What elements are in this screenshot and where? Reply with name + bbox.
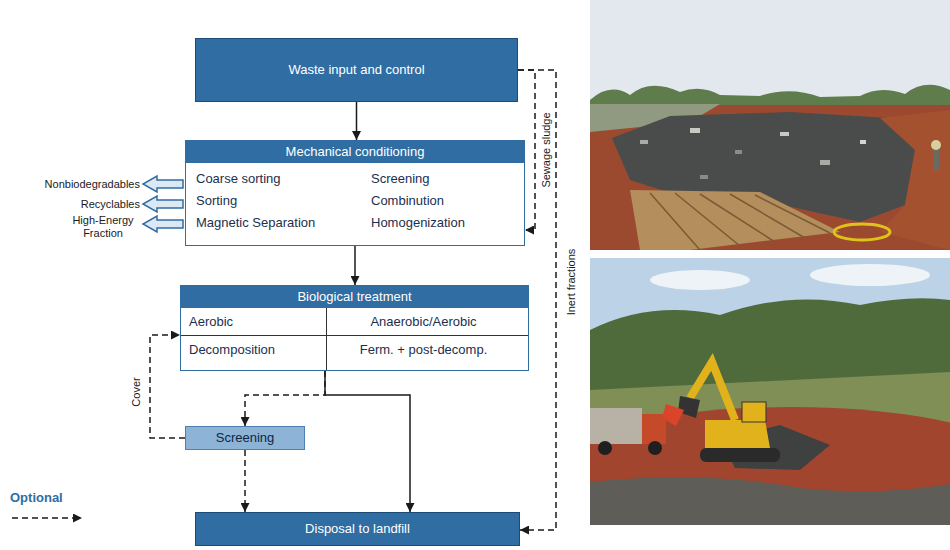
photo-debris bbox=[690, 128, 700, 133]
panel-heading: Biological treatment bbox=[181, 286, 528, 308]
photo-debris bbox=[735, 150, 742, 154]
output-label: High-Energy Fraction bbox=[66, 214, 140, 240]
flow-arrow bbox=[325, 371, 410, 512]
photo-debris bbox=[640, 140, 648, 144]
photo-debris bbox=[780, 132, 789, 136]
step-item: Anaerobic/Aerobic bbox=[326, 314, 521, 330]
step-item: Combinution bbox=[371, 193, 444, 209]
flow-arrow bbox=[356, 102, 358, 140]
photo-worker bbox=[933, 150, 939, 170]
step-item: Aerobic bbox=[189, 314, 233, 330]
process-panel: Biological treatmentAerobic Anaerobic/Aer… bbox=[180, 285, 529, 371]
output-arrow bbox=[143, 196, 183, 212]
process-box: Waste input and control bbox=[195, 38, 518, 102]
photo-truck-cab bbox=[642, 414, 666, 444]
output-arrow bbox=[143, 176, 183, 192]
photo-debris bbox=[860, 140, 866, 144]
output-label: Recyclables bbox=[8, 198, 140, 211]
flow-label: Inert fractions bbox=[565, 247, 578, 318]
step-item: Coarse sorting bbox=[196, 171, 281, 187]
photo-cloud bbox=[650, 270, 750, 290]
photo-wheel bbox=[648, 441, 662, 455]
photo-pit-wall bbox=[880, 110, 950, 250]
photo-cloud bbox=[810, 264, 930, 286]
terminal-box: Disposal to landfill bbox=[195, 512, 520, 546]
photo-gravel bbox=[590, 477, 950, 525]
divider-line bbox=[326, 308, 327, 370]
photo-excavator-body bbox=[705, 420, 770, 448]
flow-label: Sewage sludge bbox=[540, 110, 553, 189]
photo-debris bbox=[700, 175, 708, 179]
photo-red-soil bbox=[590, 105, 950, 250]
step-item: Homogenization bbox=[371, 215, 465, 231]
optional-flow-arrow bbox=[245, 371, 325, 426]
panel-heading: Mechanical conditioning bbox=[186, 141, 524, 163]
box-label: Disposal to landfill bbox=[305, 521, 410, 537]
output-label: Nonbiodegradables bbox=[8, 178, 140, 191]
photo-debris bbox=[820, 160, 830, 165]
photo-tracks bbox=[700, 448, 780, 462]
legend-sample bbox=[10, 510, 90, 526]
step-item: Ferm. + post-decomp. bbox=[326, 342, 521, 358]
process-box: Screening bbox=[185, 426, 305, 450]
box-label: Screening bbox=[216, 430, 275, 446]
photo-truck-body bbox=[590, 408, 642, 444]
photo-red-object bbox=[662, 404, 684, 426]
step-item: Decomposition bbox=[189, 342, 275, 358]
photo-planks bbox=[630, 190, 840, 250]
flow-label: Cover bbox=[130, 375, 143, 408]
legend-label: Optional bbox=[10, 490, 63, 505]
landfill-photo bbox=[590, 0, 950, 250]
box-label: Waste input and control bbox=[288, 62, 424, 78]
step-item: Magnetic Separation bbox=[196, 215, 315, 231]
photo-hose bbox=[834, 224, 890, 240]
optional-flow-arrow bbox=[244, 450, 246, 512]
divider-line bbox=[181, 335, 528, 336]
step-item: Sorting bbox=[196, 193, 237, 209]
process-panel: Mechanical conditioningCoarse sorting Scr… bbox=[185, 140, 525, 246]
step-item: Screening bbox=[371, 171, 430, 187]
photo-plank-lines bbox=[650, 193, 830, 250]
flow-arrow bbox=[354, 246, 356, 285]
excavator-photo bbox=[590, 258, 950, 525]
photo-worker-hat bbox=[931, 140, 941, 150]
photo-sky bbox=[590, 0, 950, 112]
output-arrow bbox=[143, 216, 183, 232]
legend-line bbox=[12, 517, 82, 519]
photo-wheel bbox=[598, 441, 612, 455]
photo-excavator-cab bbox=[742, 402, 766, 422]
